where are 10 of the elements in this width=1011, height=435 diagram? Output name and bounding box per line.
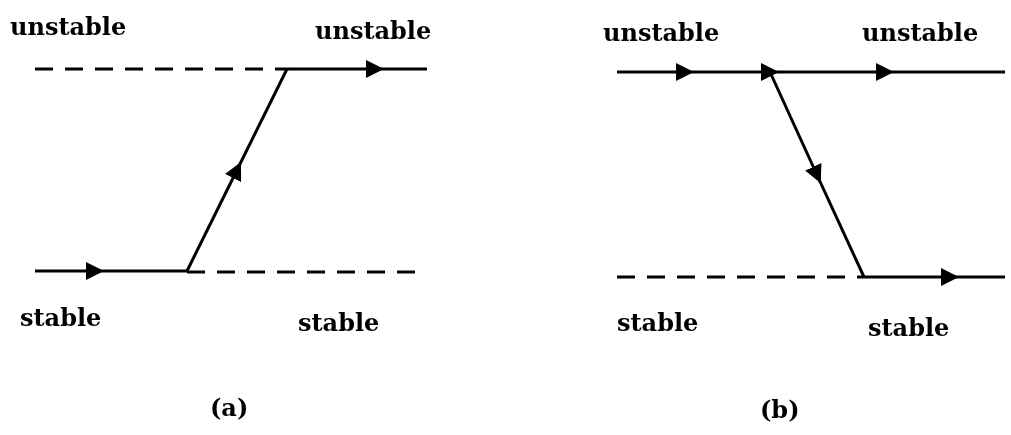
state-label: unstable <box>315 18 432 45</box>
state-label: stable <box>868 315 950 342</box>
panel-label: (b) <box>760 397 800 424</box>
panel-label: (a) <box>210 395 249 422</box>
state-label: stable <box>20 305 102 332</box>
state-label: unstable <box>10 14 127 41</box>
state-label: unstable <box>862 20 979 47</box>
state-label: unstable <box>603 20 720 47</box>
state-label: stable <box>617 310 699 337</box>
state-label: stable <box>298 310 380 337</box>
